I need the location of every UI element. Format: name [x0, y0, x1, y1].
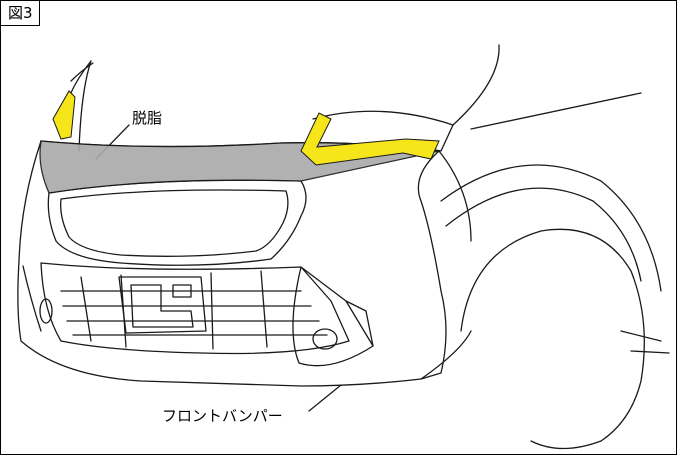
bumper-outer-contour [17, 140, 447, 387]
figure-label: 図3 [1, 1, 40, 26]
windshield-line [470, 92, 642, 130]
tire [460, 228, 645, 442]
hood-back-edge [452, 44, 500, 126]
callout-degrease: 脱脂 [132, 109, 163, 127]
fog-lamp [312, 328, 338, 350]
wheel-arch [440, 164, 662, 292]
callout-front-bumper: フロントバンパー [162, 407, 283, 425]
tape-strip-left [52, 90, 76, 140]
leader-line-bumper [308, 384, 342, 412]
tape-strip-right [300, 112, 440, 166]
lower-grille [40, 262, 350, 355]
upper-grille-frame [47, 179, 307, 266]
license-plate-bracket [118, 276, 207, 334]
fog-lamp-trim [292, 266, 374, 367]
